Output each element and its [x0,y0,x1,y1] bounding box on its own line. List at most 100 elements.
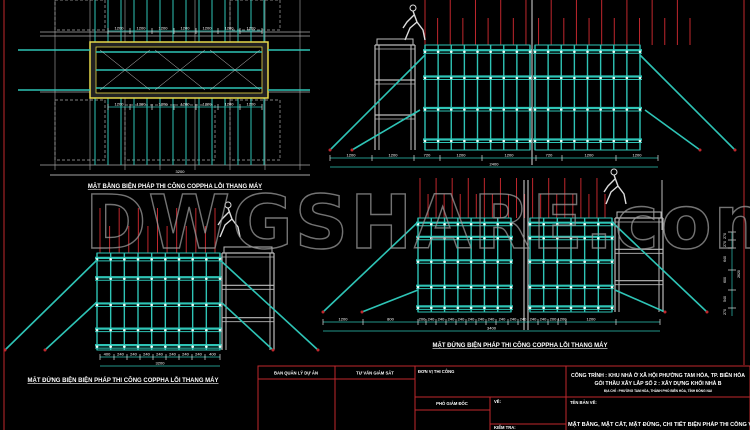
cross-brace [209,49,261,91]
tie-bolt [573,139,576,143]
tie-bolt [599,139,602,143]
tie-bolt [429,260,433,264]
tie-bolt [483,285,486,289]
tie-bolt [528,222,532,226]
tie-bolt [597,306,600,310]
brace-anchor [328,148,332,152]
tie-bolt [533,76,537,80]
dimension-label: 1200 [225,26,235,31]
brace-anchor [698,148,702,152]
owner-label: BAN QUẢN LÝ DỰ ÁN [274,371,318,376]
tie-bolt [218,345,222,348]
drawing-name: MẶT BẰNG, MẶT CẮT, MẶT ĐỨNG, CHI TIẾT BI… [568,420,750,428]
tie-bolt [502,50,506,54]
tie-bolt [109,328,112,332]
worker-figure-icon [402,10,426,41]
dimension-label: 240 [499,317,506,322]
dimension-label: 400 [104,352,111,357]
tie-bolt [638,76,642,80]
brace-anchor [43,348,47,352]
tie-bolt [610,237,614,240]
tie-bolt [123,328,126,332]
tie-bolt [191,277,194,281]
tie-bolt [205,277,208,281]
tie-bolt [509,285,513,289]
tie-bolt [489,76,492,80]
elevation-left-title: MẶT ĐỨNG BIỆN BIỆN PHÁP THI CÔNG COPPHA … [28,376,219,384]
worker-head [610,168,618,176]
tie-bolt [436,76,440,80]
diagonal-brace [614,289,666,313]
dimension-label: 1200 [247,26,257,31]
tie-bolt [625,139,629,143]
tie-bolt [150,328,153,332]
dimension-label: 240 [438,317,445,322]
tie-bolt [436,108,440,111]
tie-bolt [429,306,433,310]
tie-bolt [416,306,420,310]
tie-bolt [109,258,112,261]
tie-bolt [542,237,545,240]
formwork-panel [96,252,221,351]
tie-bolt [533,108,537,111]
tie-bolt [489,50,492,54]
tie-bolt [583,237,586,240]
dimension-total: 3400 [487,326,497,331]
tie-bolt [95,345,99,348]
tie-bolt [476,139,479,143]
worker-head [409,4,417,12]
tie-bolt [423,50,427,54]
tie-bolt [583,285,586,289]
contractor-label: ĐƠN VỊ THI CÔNG [418,369,454,374]
tie-bolt [449,108,453,111]
tie-bolt [533,50,537,54]
tie-bolt [502,76,506,80]
tie-bolt [528,306,532,310]
tie-bolt [509,306,513,310]
dimension-label: 1200 [203,26,213,31]
brace-anchor [350,148,354,152]
tie-bolt [559,139,563,143]
tie-bolt [528,139,532,143]
dimension-label: 240 [520,317,527,322]
tie-bolt [191,345,194,348]
brace-anchor [733,148,737,152]
dimension-total: 3200 [176,169,186,174]
deputy-director-label: PHÓ GIÁM ĐỐC [436,401,468,406]
tie-bolt [123,345,126,348]
tie-bolt [436,50,440,54]
tie-bolt [191,303,194,307]
tie-bolt [150,303,153,307]
dimension-label: 240 [182,352,189,357]
tie-bolt [443,237,446,240]
brace-anchor [705,310,709,314]
tie-bolt [136,303,140,307]
dimension-label: 720 [546,153,553,158]
tie-bolt [556,285,559,289]
dimension-label: 1200 [339,317,349,322]
tie-bolt [416,285,420,289]
tie-bolt [528,50,532,54]
dimension-label: 400 [209,352,216,357]
tie-bolt [586,108,589,111]
tie-bolt [443,285,446,289]
tie-bolt [456,237,460,240]
tie-bolt [542,285,545,289]
tie-bolt [496,260,500,264]
tie-bolt [463,108,466,111]
title-block [257,365,750,430]
tie-bolt [123,303,126,307]
dimension-label: 240 [195,352,202,357]
tie-bolt [528,285,532,289]
tie-bolt [610,306,614,310]
dimension-label: 720 [424,153,431,158]
tie-bolt [95,277,99,281]
tie-bolt [136,277,140,281]
watermark-logo: DWGSHARE.com [85,180,750,266]
tie-bolt [559,108,563,111]
cross-brace [99,49,151,91]
plan-room-outline [229,99,281,161]
tie-bolt [164,345,167,348]
